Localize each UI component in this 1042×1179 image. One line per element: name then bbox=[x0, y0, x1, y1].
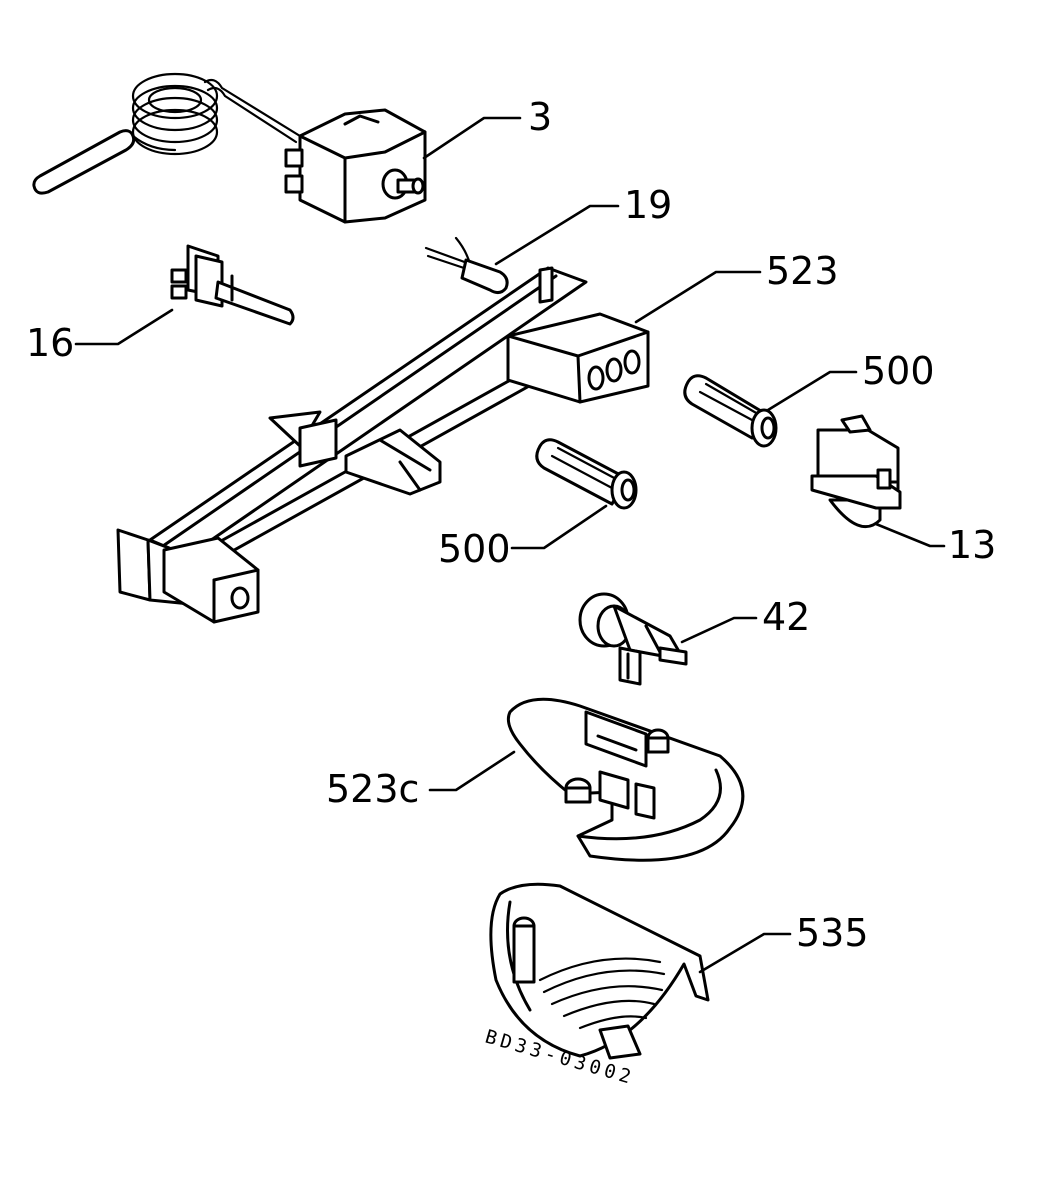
right-switch-part bbox=[810, 414, 902, 529]
label-535: 535 bbox=[796, 911, 869, 955]
leader-42 bbox=[680, 616, 758, 644]
label-523: 523 bbox=[766, 249, 839, 293]
label-3: 3 bbox=[528, 95, 552, 139]
label-42: 42 bbox=[762, 595, 810, 639]
label-16: 16 bbox=[26, 321, 74, 365]
small-lamp-part bbox=[424, 236, 509, 295]
leader-3 bbox=[422, 116, 522, 160]
lamp-socket-part bbox=[578, 592, 688, 686]
leader-lines bbox=[74, 116, 946, 974]
label-13: 13 bbox=[948, 523, 996, 567]
leader-19 bbox=[494, 204, 620, 266]
callout-labels: 3 19 523 500 16 500 13 42 523c 535 bbox=[26, 95, 996, 955]
right-lamp-holder-part bbox=[683, 374, 778, 448]
leader-535 bbox=[698, 932, 792, 974]
leader-500-center bbox=[510, 504, 608, 550]
bracket-frame-part bbox=[116, 266, 650, 624]
left-switch-part bbox=[170, 244, 295, 326]
thermostat-part bbox=[32, 72, 427, 224]
label-523c: 523c bbox=[326, 767, 419, 811]
leader-13 bbox=[874, 522, 946, 548]
label-19: 19 bbox=[624, 183, 672, 227]
leader-523c bbox=[428, 750, 516, 792]
label-500-right: 500 bbox=[862, 349, 935, 393]
leader-500-right bbox=[766, 370, 858, 412]
leader-523 bbox=[634, 270, 762, 324]
leader-16 bbox=[74, 308, 174, 346]
label-500-center: 500 bbox=[438, 527, 511, 571]
center-lamp-holder-part bbox=[535, 438, 638, 510]
housing-cover-part bbox=[506, 697, 745, 862]
lens-cover-part bbox=[489, 882, 710, 1060]
